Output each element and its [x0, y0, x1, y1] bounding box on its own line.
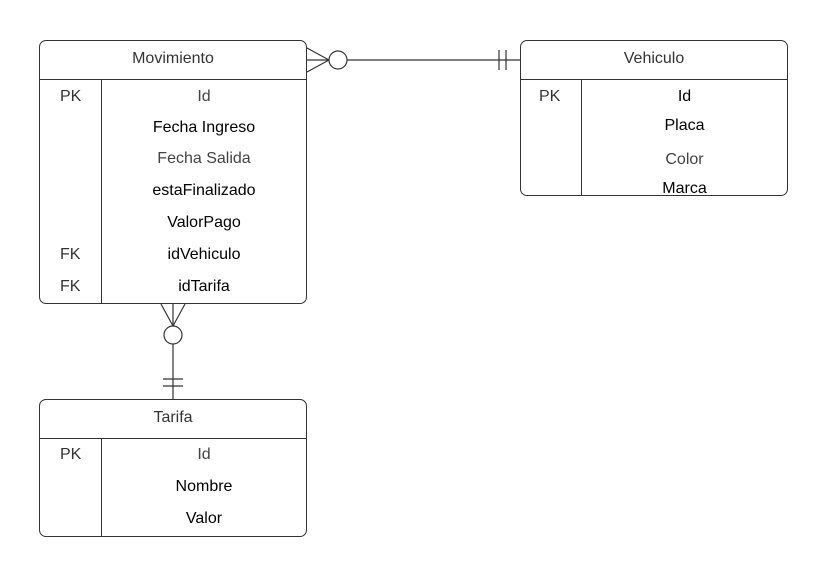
entity-tarifa[interactable]: Tarifa PK Id Nombre Valor — [39, 399, 307, 537]
attr-valor: Valor — [185, 510, 223, 527]
fk-label: FK — [60, 278, 81, 295]
key-column — [40, 80, 102, 303]
entity-movimiento[interactable]: Movimiento PK Id Fecha Ingreso Fecha Sal… — [39, 40, 307, 304]
entity-attributes: PK Id Fecha Ingreso Fecha Salida estaFin… — [40, 79, 306, 303]
attr-color: Color — [665, 151, 704, 168]
relationship-movimiento-tarifa — [160, 303, 186, 399]
relationship-movimiento-vehiculo — [306, 47, 520, 73]
pk-label: PK — [539, 88, 561, 105]
attr-id-vehiculo: idVehiculo — [167, 246, 241, 263]
pk-label: PK — [60, 88, 82, 105]
attr-valor-pago: ValorPago — [167, 214, 241, 231]
pk-label: PK — [60, 446, 82, 463]
attr-id: Id — [197, 88, 211, 105]
attr-marca: Marca — [662, 180, 707, 197]
attr-esta-finalizado: estaFinalizado — [152, 182, 256, 199]
attr-nombre: Nombre — [175, 478, 233, 495]
attr-id-tarifa: idTarifa — [178, 278, 230, 295]
attr-fecha-ingreso: Fecha Ingreso — [152, 119, 256, 136]
zero-optional-circle-icon — [163, 325, 183, 345]
fk-label: FK — [60, 246, 81, 263]
key-column — [521, 80, 582, 195]
attr-id: Id — [677, 88, 692, 105]
entity-title: Tarifa — [153, 409, 193, 426]
key-column — [40, 439, 102, 536]
entity-title: Vehiculo — [623, 50, 685, 67]
entity-vehiculo[interactable]: Vehiculo PK Id Placa Color Marca — [520, 40, 788, 197]
attr-id: Id — [197, 446, 211, 463]
attr-fecha-salida: Fecha Salida — [157, 150, 251, 167]
zero-optional-circle-icon — [328, 50, 348, 70]
attr-placa: Placa — [664, 117, 705, 134]
entity-title: Movimiento — [132, 50, 214, 67]
entity-attributes: PK Id Nombre Valor — [40, 438, 306, 536]
entity-attributes: PK Id Placa Color Marca — [521, 79, 787, 197]
